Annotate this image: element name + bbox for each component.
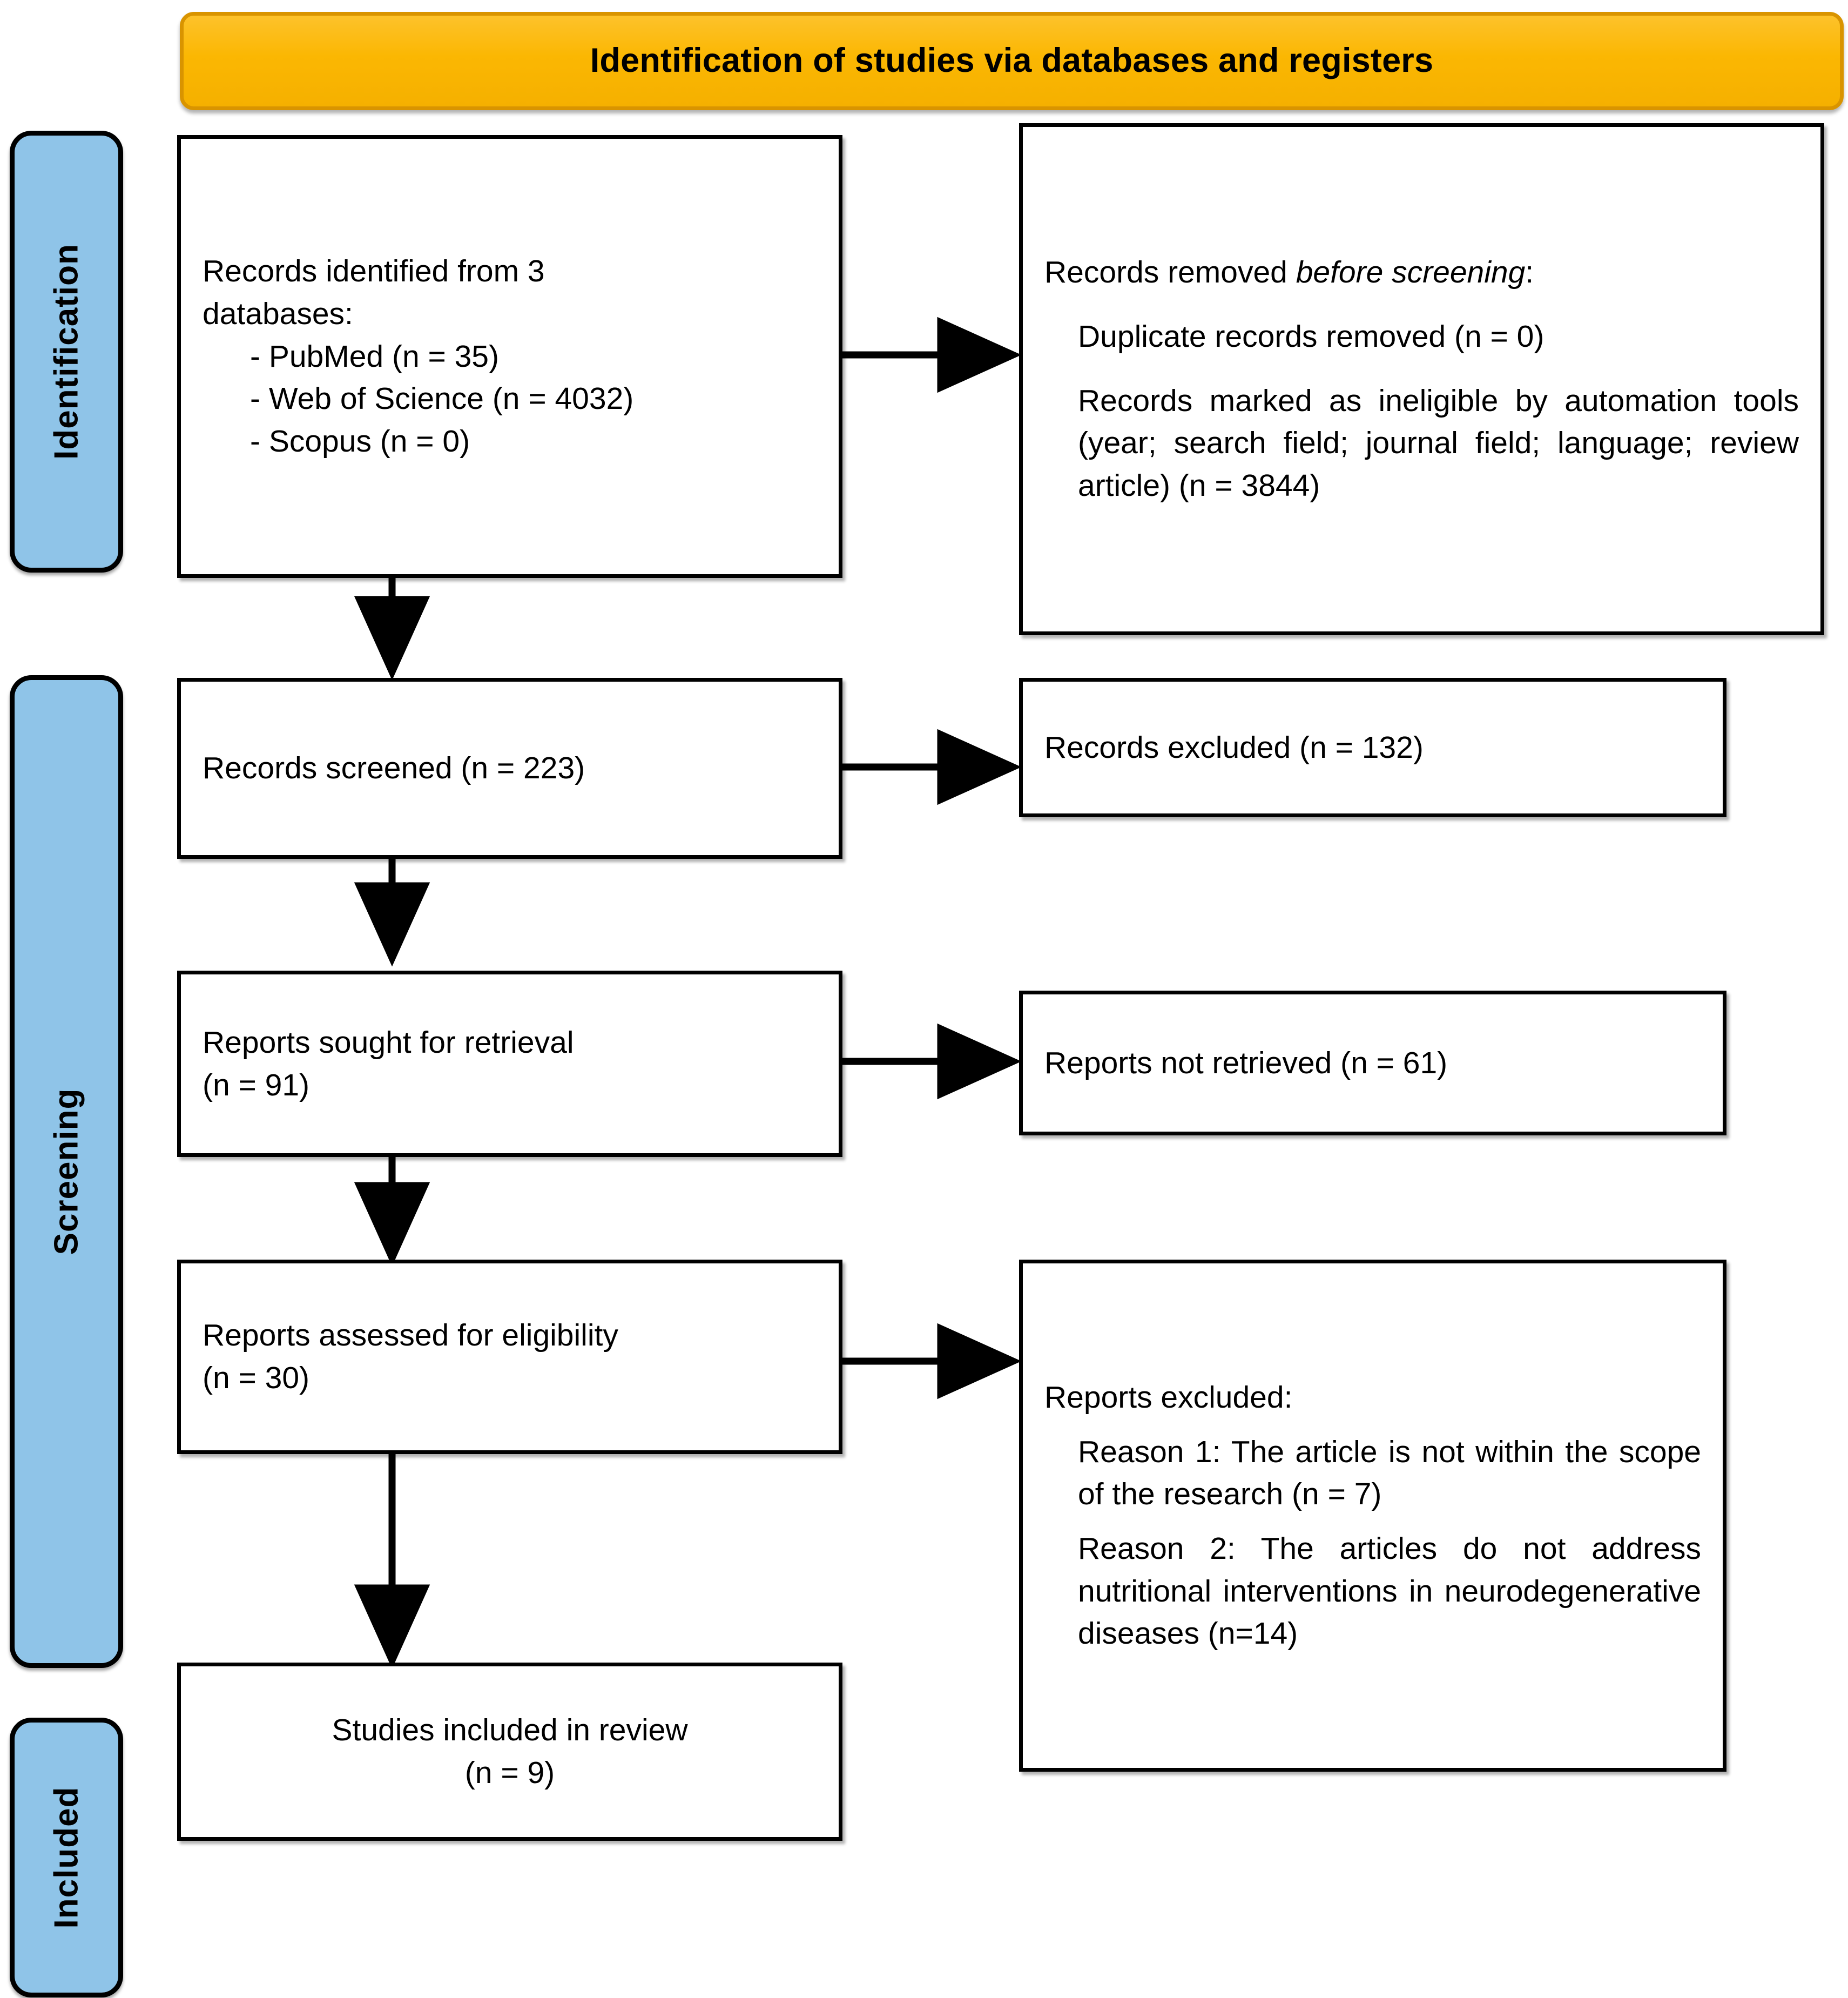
records-marked-ineligible: Records marked as ineligible by automati… [1078,383,1799,503]
box-records-excluded[interactable]: Records excluded (n = 132) [1019,678,1726,817]
box-reports-excluded[interactable]: Reports excluded: Reason 1: The article … [1019,1260,1726,1772]
stage-tab-included[interactable]: Included [10,1718,123,1997]
box-reports-sought-for-retrieval[interactable]: Reports sought for retrieval (n = 91) [177,971,842,1157]
diagram-header-banner: Identification of studies via databases … [180,12,1844,110]
box-records-removed-before-screening[interactable]: Records removed before screening: Duplic… [1019,123,1824,635]
reports-excluded-reason-2: Reason 2: The articles do not address nu… [1078,1531,1701,1651]
records-identified-source-pubmed: - PubMed (n = 35) [250,339,499,374]
box-studies-included-in-review[interactable]: Studies included in review (n = 9) [177,1663,842,1841]
reports-excluded-reason-1: Reason 1: The article is not within the … [1078,1434,1701,1512]
records-removed-heading-emphasis: before screening [1296,255,1526,290]
reports-assessed-line2: (n = 30) [203,1361,310,1395]
diagram-title: Identification of studies via databases … [590,42,1434,80]
stage-tab-screening[interactable]: Screening [10,675,123,1668]
box-reports-assessed-for-eligibility[interactable]: Reports assessed for eligibility (n = 30… [177,1260,842,1454]
stage-tab-screening-label: Screening [48,1088,85,1255]
reports-assessed-line1: Reports assessed for eligibility [203,1318,618,1353]
box-reports-not-retrieved[interactable]: Reports not retrieved (n = 61) [1019,991,1726,1135]
duplicate-records-removed: Duplicate records removed (n = 0) [1078,319,1545,354]
records-removed-heading: Records removed before screening: [1044,251,1799,294]
studies-included-line2: (n = 9) [464,1755,555,1790]
records-removed-heading-post: : [1525,255,1534,290]
records-identified-source-scopus: - Scopus (n = 0) [250,423,470,459]
reports-sought-line1: Reports sought for retrieval [203,1025,574,1060]
studies-included-line1: Studies included in review [332,1713,688,1748]
records-removed-heading-pre: Records removed [1044,255,1296,290]
records-identified-line1: Records identified from 3 [203,254,545,289]
box-records-screened[interactable]: Records screened (n = 223) [177,678,842,859]
stage-tab-identification[interactable]: Identification [10,131,123,573]
stage-tab-included-label: Included [48,1786,85,1929]
stage-tab-identification-label: Identification [48,244,85,460]
records-identified-source-web-of-science: - Web of Science (n = 4032) [250,381,634,416]
reports-sought-line2: (n = 91) [203,1067,310,1102]
reports-not-retrieved-text: Reports not retrieved (n = 61) [1044,1045,1448,1080]
records-excluded-text: Records excluded (n = 132) [1044,730,1424,765]
records-screened-text: Records screened (n = 223) [203,751,585,786]
box-records-identified[interactable]: Records identified from 3 databases: - P… [177,135,842,578]
records-identified-line2: databases: [203,297,353,332]
reports-excluded-heading: Reports excluded: [1044,1380,1293,1415]
